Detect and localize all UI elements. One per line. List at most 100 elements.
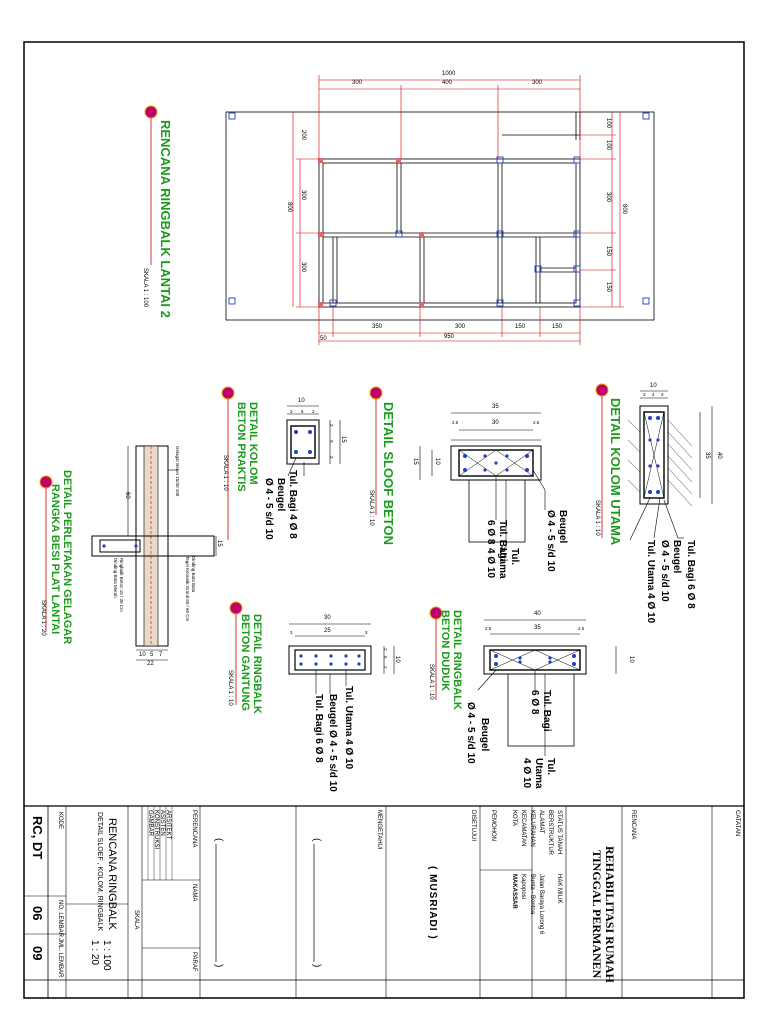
ringbalk-gantung-dim-w: 30: [324, 615, 331, 621]
kolom-praktis-section: [286, 405, 341, 477]
pertemuan-note-1: Gelagar Beton 15/30 100: [175, 446, 180, 497]
sloof-dim-h: 15: [412, 458, 418, 465]
sloof-sub-1: 2.5: [452, 420, 459, 425]
sloof-section: [419, 412, 546, 548]
ringbalk-duduk-note-6: Utama: [533, 758, 544, 789]
tb-bracket-right-2: ): [213, 964, 224, 968]
tb-skala-1: 1 : 100: [101, 940, 112, 971]
ringbalk-duduk-note-3: Tul. Bagi: [541, 690, 552, 732]
kolom-praktis-title-2: BETON PRAKTIS: [235, 402, 247, 492]
sloof-note-5: Tul.: [509, 548, 520, 566]
tb-jml-lembar: 09: [30, 946, 45, 961]
plan-dim-left-3: 300: [300, 262, 306, 273]
sloof-note-1: Beugel: [557, 510, 568, 544]
kolom-praktis-subw-2: 6: [301, 409, 304, 414]
tb-info-value-6: MAKASSAR: [511, 874, 517, 909]
ringbalk-duduk-note-4: 6 Ø 8: [529, 690, 540, 715]
kolom-praktis-note-3: Ø 4 - 5 s/d 10: [263, 478, 274, 540]
tb-info-label-1: STATUS TANAH: [556, 810, 562, 855]
kolom-utama-note-1: Tul. Bagi 6 Ø 8: [685, 540, 696, 609]
ringbalk-gantung-sub-2: 3: [365, 630, 368, 635]
ringbalk-duduk-sub-2: 2.5: [578, 626, 585, 631]
tb-skala-2: 1 : 20: [89, 940, 100, 966]
kolom-praktis-scale: SKALA 1 : 10: [222, 455, 228, 491]
pertemuan-note-3: Dinding Bata Merah: [113, 558, 118, 598]
plan-title: RENCANA RINGBALK LANTAI 2: [158, 120, 173, 318]
tb-kode-label: KODE: [57, 812, 63, 830]
plan-dim-bottom-total: 950: [444, 334, 455, 340]
tb-info-label-4: KELURAHAN: [529, 810, 535, 847]
plan-dim-top-3: 300: [532, 80, 543, 86]
pertemuan-dim-b2: 5: [150, 652, 154, 658]
plan-dim-right-3: 300: [605, 192, 611, 203]
tb-paraf: PARAF: [191, 952, 197, 972]
tb-musriadi: ( MUSRIADI ): [427, 866, 438, 940]
kolom-praktis-subh-1: 3: [329, 424, 334, 427]
kolom-utama-note-2: Beugel: [671, 540, 682, 574]
kolom-praktis-note-1: Tul. Bagi 4 Ø 8: [287, 470, 298, 539]
tb-info-value-4: Bunta - Bontoa: [529, 874, 535, 915]
marker-icons: [39, 105, 609, 620]
tb-role-5: GAMBAR: [147, 810, 153, 837]
pertemuan-title-1: DETAIL PERLETAKAN GELAGAR: [61, 470, 73, 645]
sloof-title: DETAIL SLOOF BETON: [381, 402, 396, 546]
sloof-dim-w: 35: [492, 404, 499, 410]
tb-bracket-left-1: (: [311, 838, 322, 842]
tb-jml-lembar-label: JML. LEMBAR: [57, 938, 63, 978]
tb-info-value-3: Jalan Baraya Lorong 6: [538, 874, 544, 935]
pertemuan-dim-b3: 7: [159, 652, 163, 658]
sloof-sub-2: 2.5: [533, 420, 540, 425]
ringbalk-duduk-note-1: Beugel: [479, 718, 490, 752]
tb-mengetahui: MENGETAHUI: [376, 810, 382, 850]
plan-dim-left-2: 300: [300, 190, 306, 201]
ringbalk-gantung-dim-h: 10: [394, 656, 400, 663]
plan-dim-left-total: 800: [286, 202, 292, 213]
pertemuan-section: [91, 445, 217, 661]
ringbalk-gantung-title-2: BETON GANTUNG: [239, 614, 251, 711]
plan-dim-top-2: 400: [442, 80, 453, 86]
tb-rencana-label: RENCANA: [630, 810, 636, 840]
ringbalk-gantung-note-2: Beugel Ø 4 - 5 s/d 10: [327, 694, 338, 792]
ringbalk-gantung-sub-1: 3: [290, 630, 293, 635]
plan-dim-bottom-1: 350: [372, 324, 383, 330]
kolom-praktis-note-2: Beugel: [275, 478, 286, 512]
sloof-dim-h2: 10: [434, 458, 440, 465]
kolom-utama-title: DETAIL KOLOM UTAMA: [608, 398, 623, 546]
kolom-utama-scale: SKALA 1 : 10: [594, 500, 600, 536]
kolom-praktis-subw-1: 2: [290, 409, 293, 414]
pertemuan-dim-total: 22: [147, 661, 154, 667]
plan-dim-bottom-3: 150: [515, 324, 526, 330]
kolom-utama-sub-2: 4: [652, 392, 655, 397]
tb-project-title-2: TINGGAL PERMANEN: [590, 850, 604, 979]
sloof-note-2: Ø 4 - 5 s/d 10: [545, 510, 556, 572]
tb-disetujui: DISETUJUI: [470, 810, 476, 842]
kolom-utama-note-3: Ø 4 - 5 s/d 10: [659, 540, 670, 602]
pertemuan-scale: SKALA 1 : 20: [40, 600, 46, 636]
ringbalk-duduk-sub-1: 2.5: [485, 626, 492, 631]
plan-dim-right-4: 150: [605, 246, 611, 257]
tb-drawing-title-2: DETAIL SLOEF , KOLOM, RINGBALK: [96, 812, 103, 932]
pertemuan-note-4: Tegel Keramik Granit 60 / 60 Cm: [185, 556, 190, 622]
pertemuan-note-5: Dinding Bata Bata: [191, 556, 196, 593]
ringbalk-gantung-section: [288, 623, 395, 694]
kolom-utama-note-4: Tul. Utama 4 Ø 10: [645, 540, 656, 624]
sloof-scale: SKALA 1 : 10: [368, 490, 374, 526]
plan-dim-right-1: 100: [605, 118, 611, 129]
plan-dim-bottom-first: 50: [320, 336, 327, 342]
kolom-praktis-subh-2: 9: [329, 440, 334, 443]
kolom-praktis-dim-w: 10: [298, 398, 305, 404]
tb-role-4: KONSTRUKSI: [153, 810, 159, 850]
plan-dim-left-1: 200: [300, 130, 306, 141]
ringbalk-duduk-note-7: 4 Ø 10: [521, 758, 532, 789]
tb-info-value-1: HAK MILIK: [556, 874, 562, 904]
tb-drawing-title-1: RENCANA RINGBALK: [106, 818, 118, 930]
plan-dim-bottom-2: 300: [455, 324, 466, 330]
ringbalk-gantung-subh-2: 6: [383, 656, 388, 659]
plan-dim-top-1: 300: [352, 80, 363, 86]
tb-nama: NAMA: [191, 884, 197, 902]
plan-dim-right-2: 100: [605, 140, 611, 151]
tb-role-3: ASISTEN: [159, 810, 165, 836]
tb-no-lembar-label: NO. LEMBAR: [57, 900, 63, 938]
kolom-praktis-subh-3: 3: [329, 456, 334, 459]
ringbalk-duduk-scale: SKALA 1 : 10: [428, 664, 434, 700]
